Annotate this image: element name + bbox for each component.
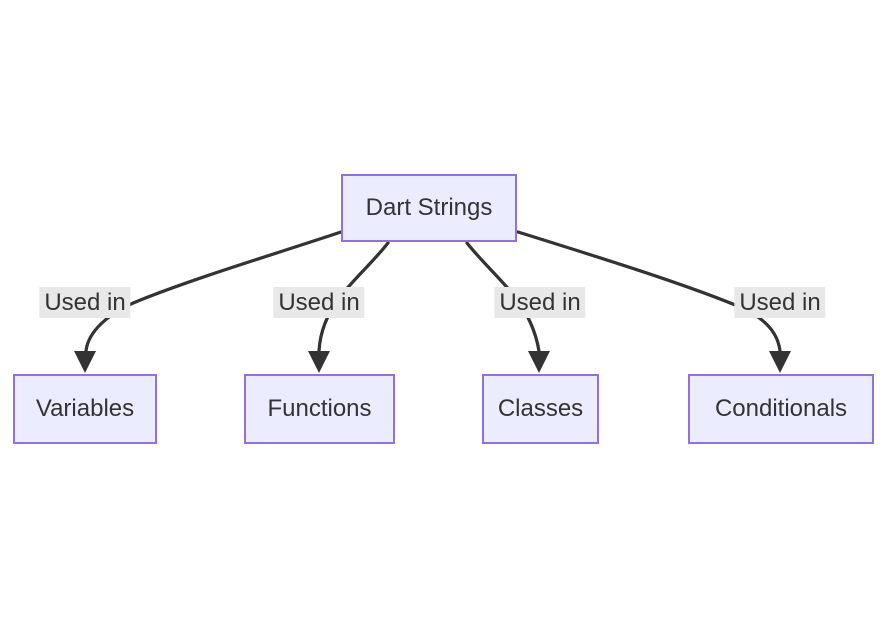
arrowhead-icon — [769, 351, 791, 373]
arrowhead-icon — [74, 351, 96, 373]
arrowhead-icon — [308, 351, 330, 373]
edge-dart-strings-conditionals — [516, 230, 782, 353]
edge-label-used-in: Used in — [734, 287, 826, 318]
node-label: Variables — [35, 395, 135, 422]
node-functions: Functions — [244, 374, 395, 444]
edge-label-used-in: Used in — [39, 287, 131, 318]
node-conditionals: Conditionals — [688, 374, 874, 444]
node-label: Conditionals — [714, 395, 848, 422]
node-label: Dart Strings — [365, 194, 493, 221]
node-label: Functions — [267, 395, 372, 422]
edge-label-used-in: Used in — [273, 287, 365, 318]
node-label: Classes — [497, 395, 584, 422]
node-variables: Variables — [13, 374, 157, 444]
edge-dart-strings-variables — [84, 230, 343, 353]
edge-label-used-in: Used in — [494, 287, 586, 318]
arrowhead-icon — [528, 351, 550, 373]
node-classes: Classes — [482, 374, 599, 444]
node-dart-strings: Dart Strings — [341, 174, 517, 242]
